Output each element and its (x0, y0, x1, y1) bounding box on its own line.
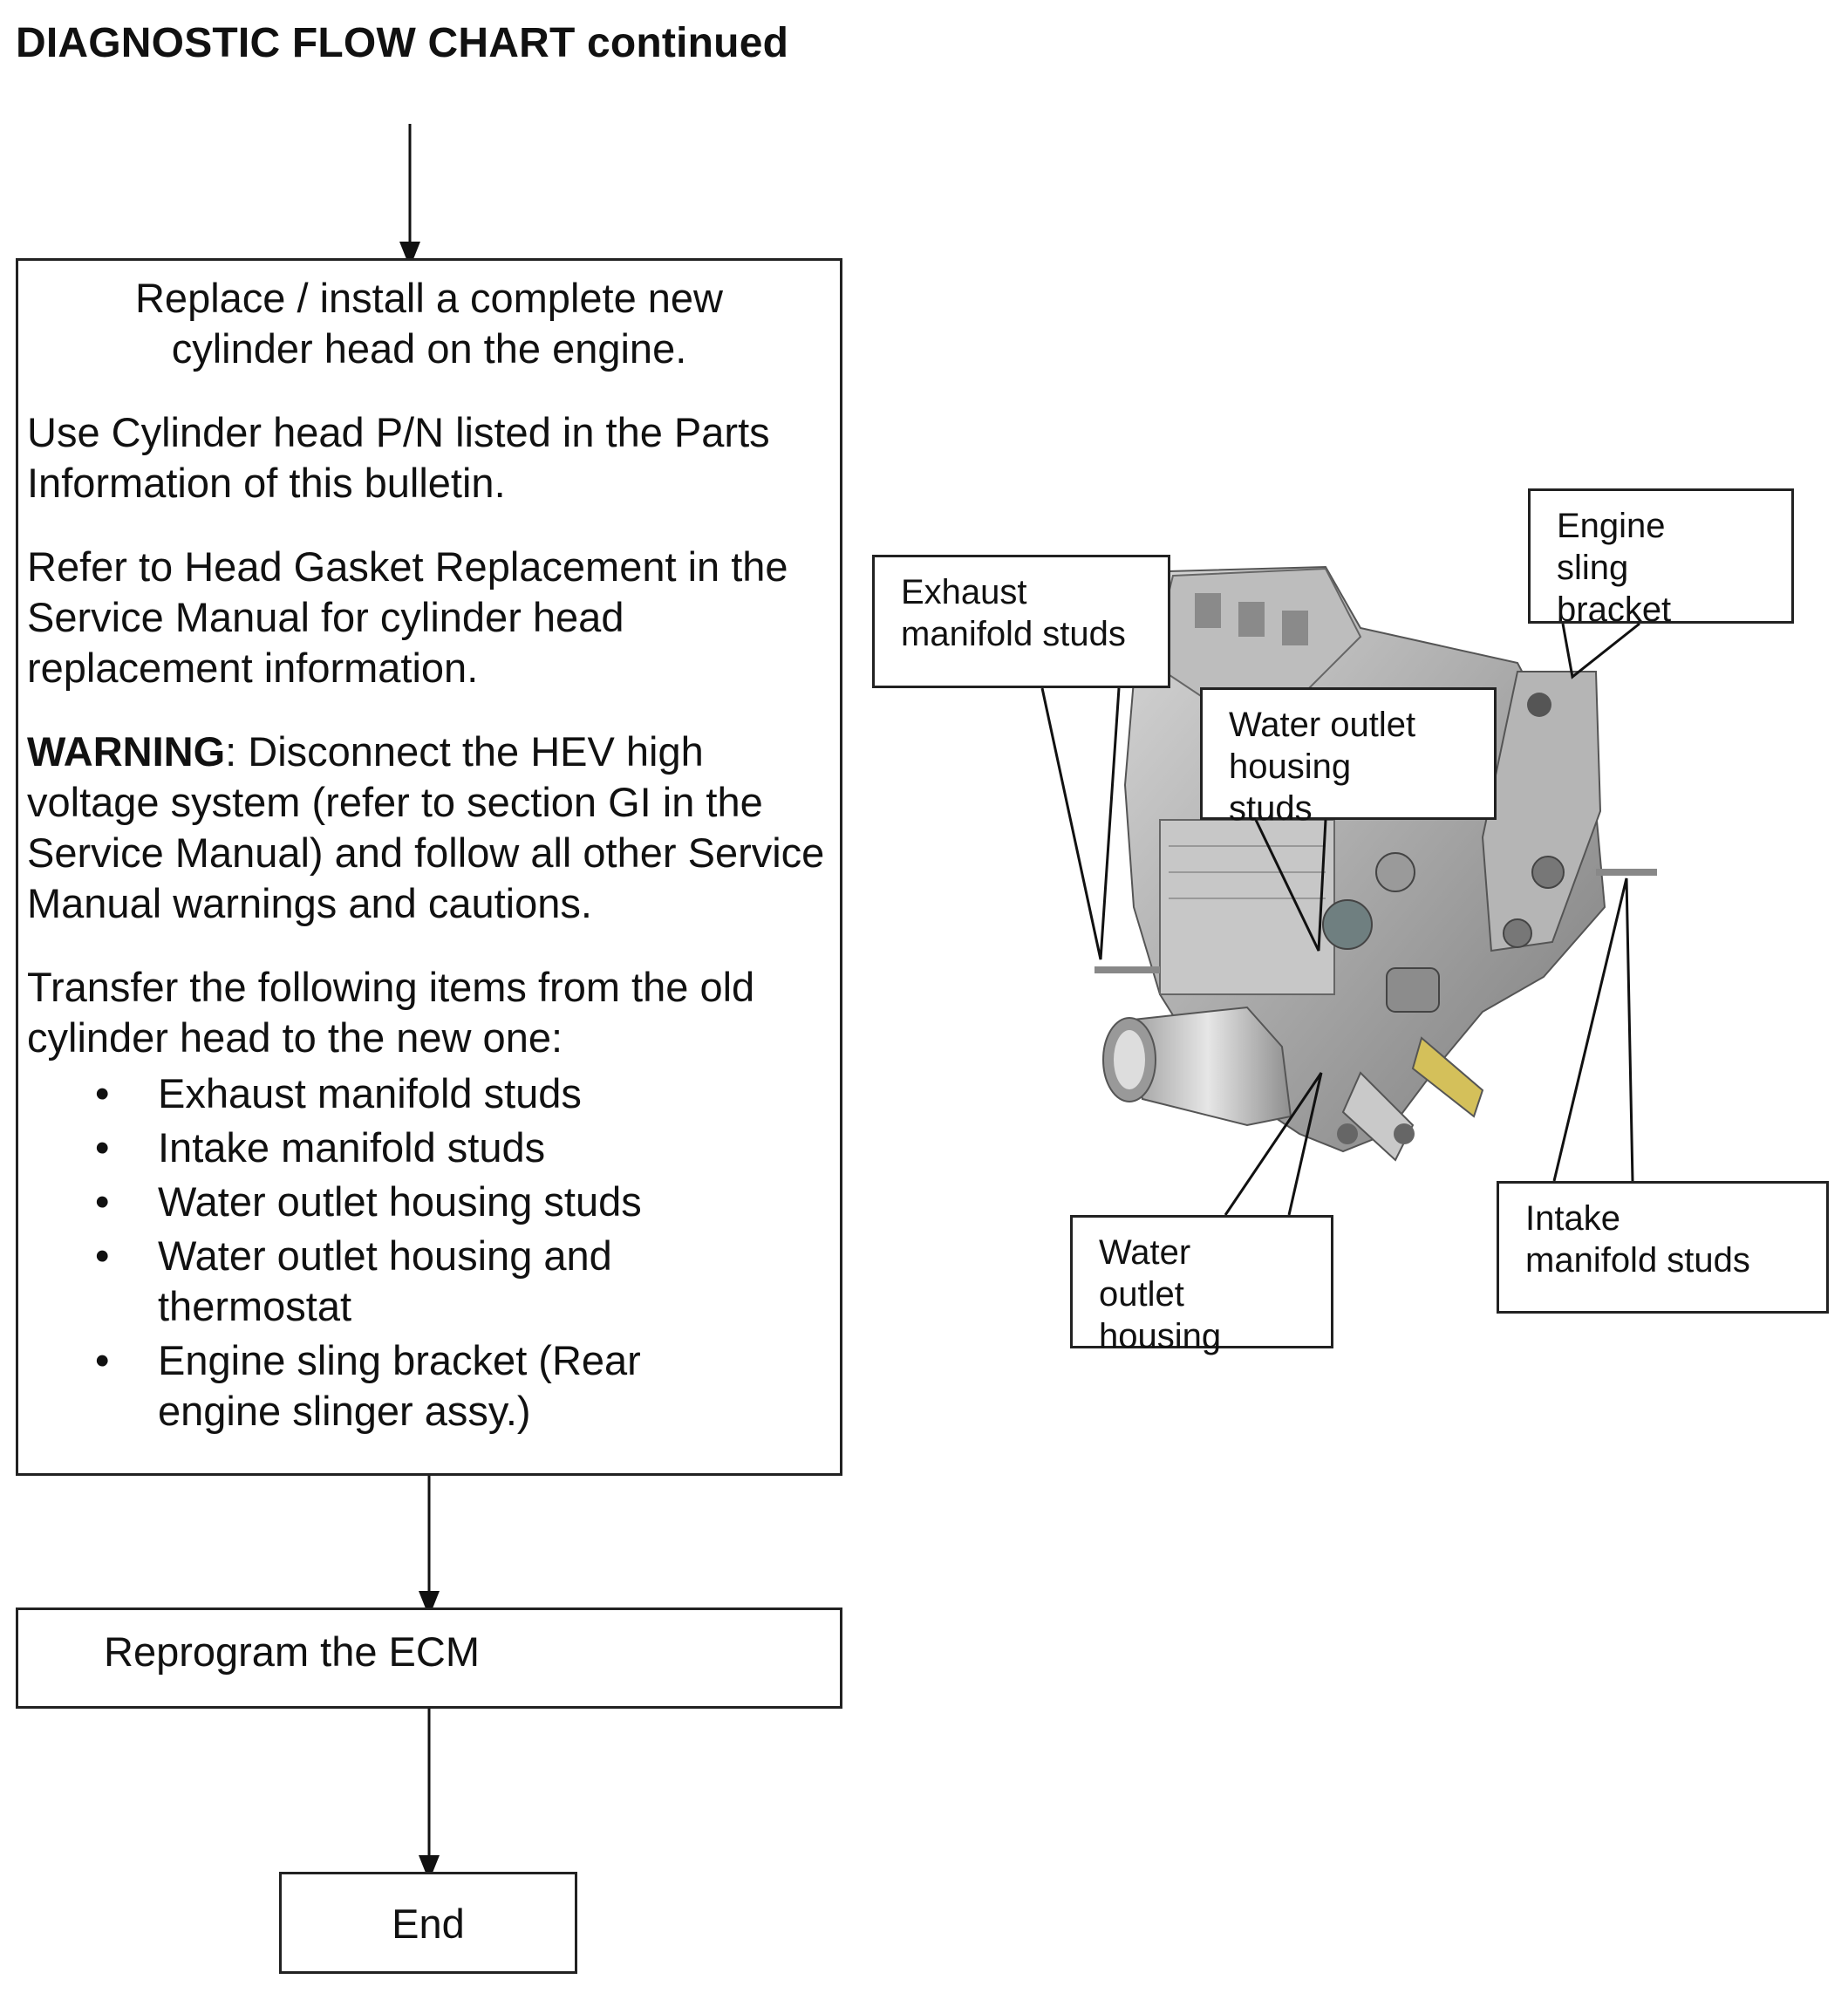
step-line-2: cylinder head on the engine. (171, 325, 687, 372)
step-reprogram-ecm: Reprogram the ECM (16, 1608, 842, 1709)
callout-intake-manifold-studs: Intake manifold studs (1497, 1181, 1829, 1314)
step-service-manual-note: Refer to Head Gasket Replacement in the … (27, 543, 788, 691)
callout-water-outlet-housing: Water outlet housing (1070, 1215, 1333, 1355)
list-item: Water outlet housing studs (27, 1177, 831, 1227)
step-warning: WARNING: Disconnect the HEV high voltage… (27, 727, 831, 929)
warning-text: : Disconnect the HEV high voltage system… (27, 728, 825, 926)
step-line-1: Replace / install a complete new (134, 275, 724, 321)
step-end: End (279, 1872, 577, 1974)
warning-label: WARNING (27, 728, 226, 775)
step-replace-cylinder-head: Replace / install a complete new cylinde… (16, 258, 842, 1476)
list-item: Exhaust manifold studs (27, 1068, 831, 1119)
pointer-water-housing (1224, 1072, 1323, 1216)
transfer-intro: Transfer the following items from the ol… (27, 964, 755, 1061)
pointer-sling (1561, 622, 1640, 679)
pointer-water-studs (1254, 819, 1327, 952)
list-item: Intake manifold studs (27, 1123, 831, 1173)
pointer-exhaust (1040, 687, 1121, 960)
callout-engine-sling-bracket: Engine sling bracket (1528, 488, 1794, 629)
step-part-number-note: Use Cylinder head P/N listed in the Part… (27, 409, 770, 506)
transfer-list: Exhaust manifold studs Intake manifold s… (27, 1068, 831, 1437)
list-item: Water outlet housing and thermostat (27, 1231, 646, 1332)
pointer-intake (1552, 877, 1634, 1182)
callout-exhaust-manifold-studs: Exhaust manifold studs (872, 555, 1170, 688)
page-title: DIAGNOSTIC FLOW CHART continued (16, 20, 789, 66)
list-item: Engine sling bracket (Rear engine slinge… (27, 1335, 716, 1437)
callout-water-outlet-housing-studs: Water outlet housing studs (1200, 687, 1497, 828)
